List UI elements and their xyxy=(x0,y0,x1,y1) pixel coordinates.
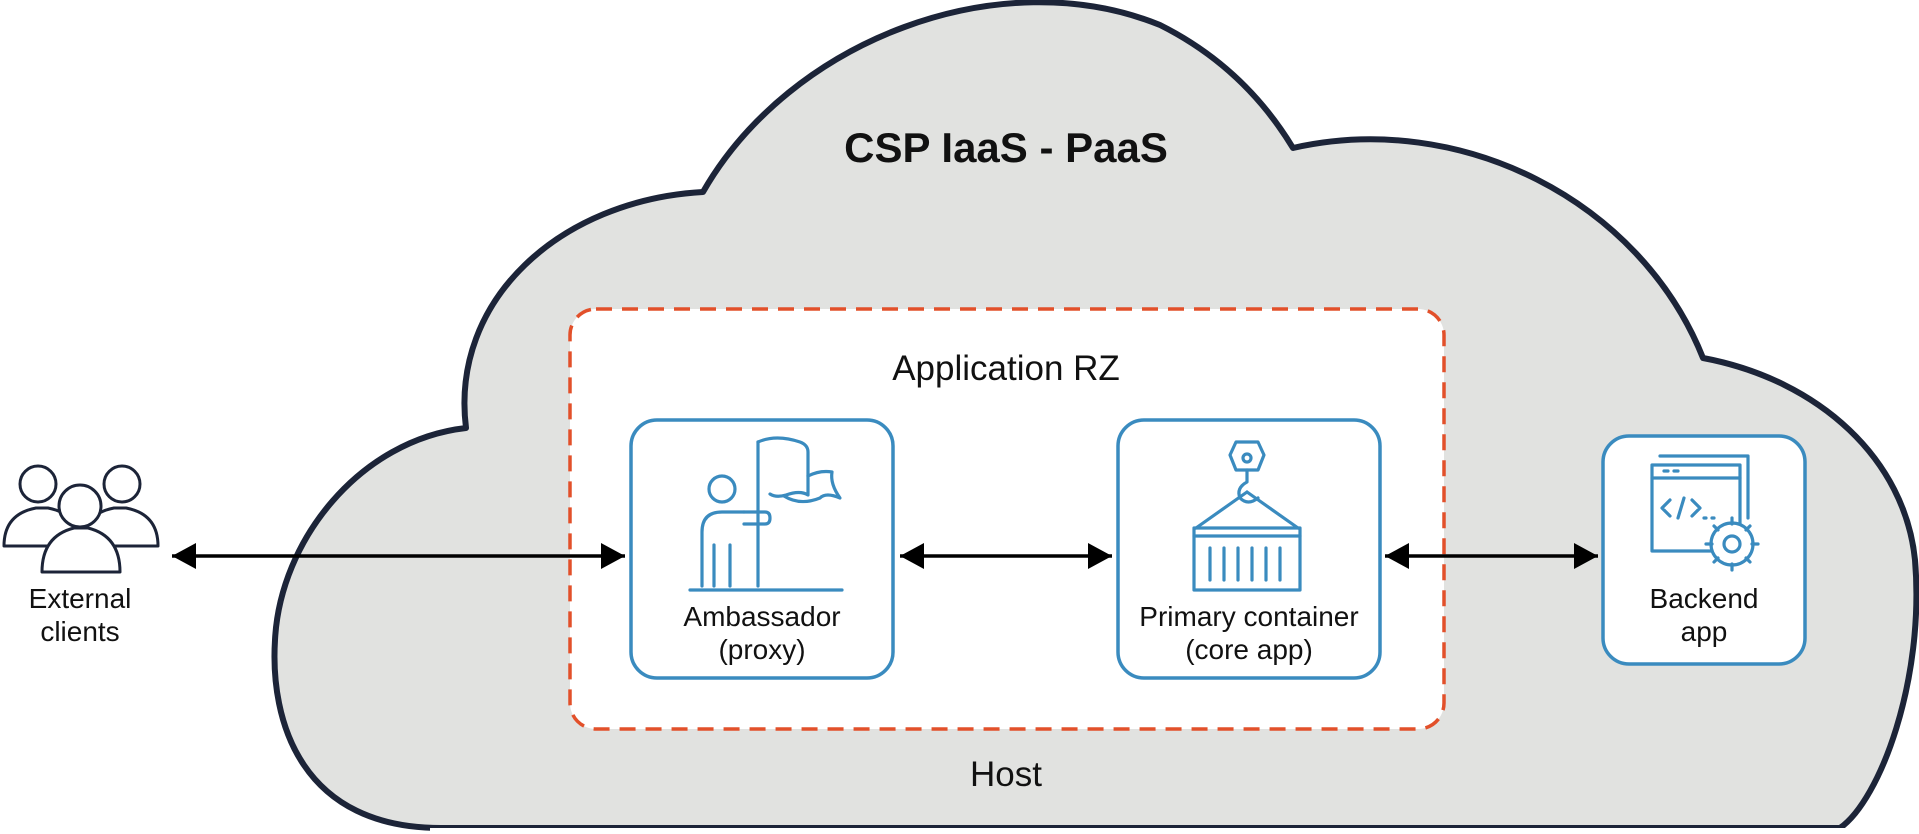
ambassador-box: Ambassador (proxy) xyxy=(629,418,895,680)
ambassador-label-line1: Ambassador xyxy=(683,601,840,632)
person-with-flag-icon xyxy=(688,436,844,592)
backend-app-box: Backend app xyxy=(1601,434,1807,666)
application-zone-label: Application RZ xyxy=(892,349,1120,388)
host-label: Host xyxy=(970,755,1042,794)
backend-label-line2: app xyxy=(1681,616,1728,647)
code-window-gear-icon xyxy=(1650,454,1760,572)
primary-label-line2: (core app) xyxy=(1185,634,1313,665)
users-group-icon xyxy=(2,464,160,574)
cloud-bottom-cut xyxy=(430,828,1870,834)
ambassador-label-line2: (proxy) xyxy=(718,634,805,665)
connectors xyxy=(172,543,1598,569)
backend-label-line1: Backend xyxy=(1650,583,1759,614)
primary-label-line1: Primary container xyxy=(1139,601,1358,632)
crane-container-icon xyxy=(1192,440,1302,592)
primary-container-box: Primary container (core app) xyxy=(1116,418,1382,680)
cloud-title: CSP IaaS - PaaS xyxy=(844,124,1168,171)
external-label-line2: clients xyxy=(40,616,119,647)
external-label-line1: External xyxy=(29,583,132,614)
external-clients: External clients xyxy=(2,464,160,647)
